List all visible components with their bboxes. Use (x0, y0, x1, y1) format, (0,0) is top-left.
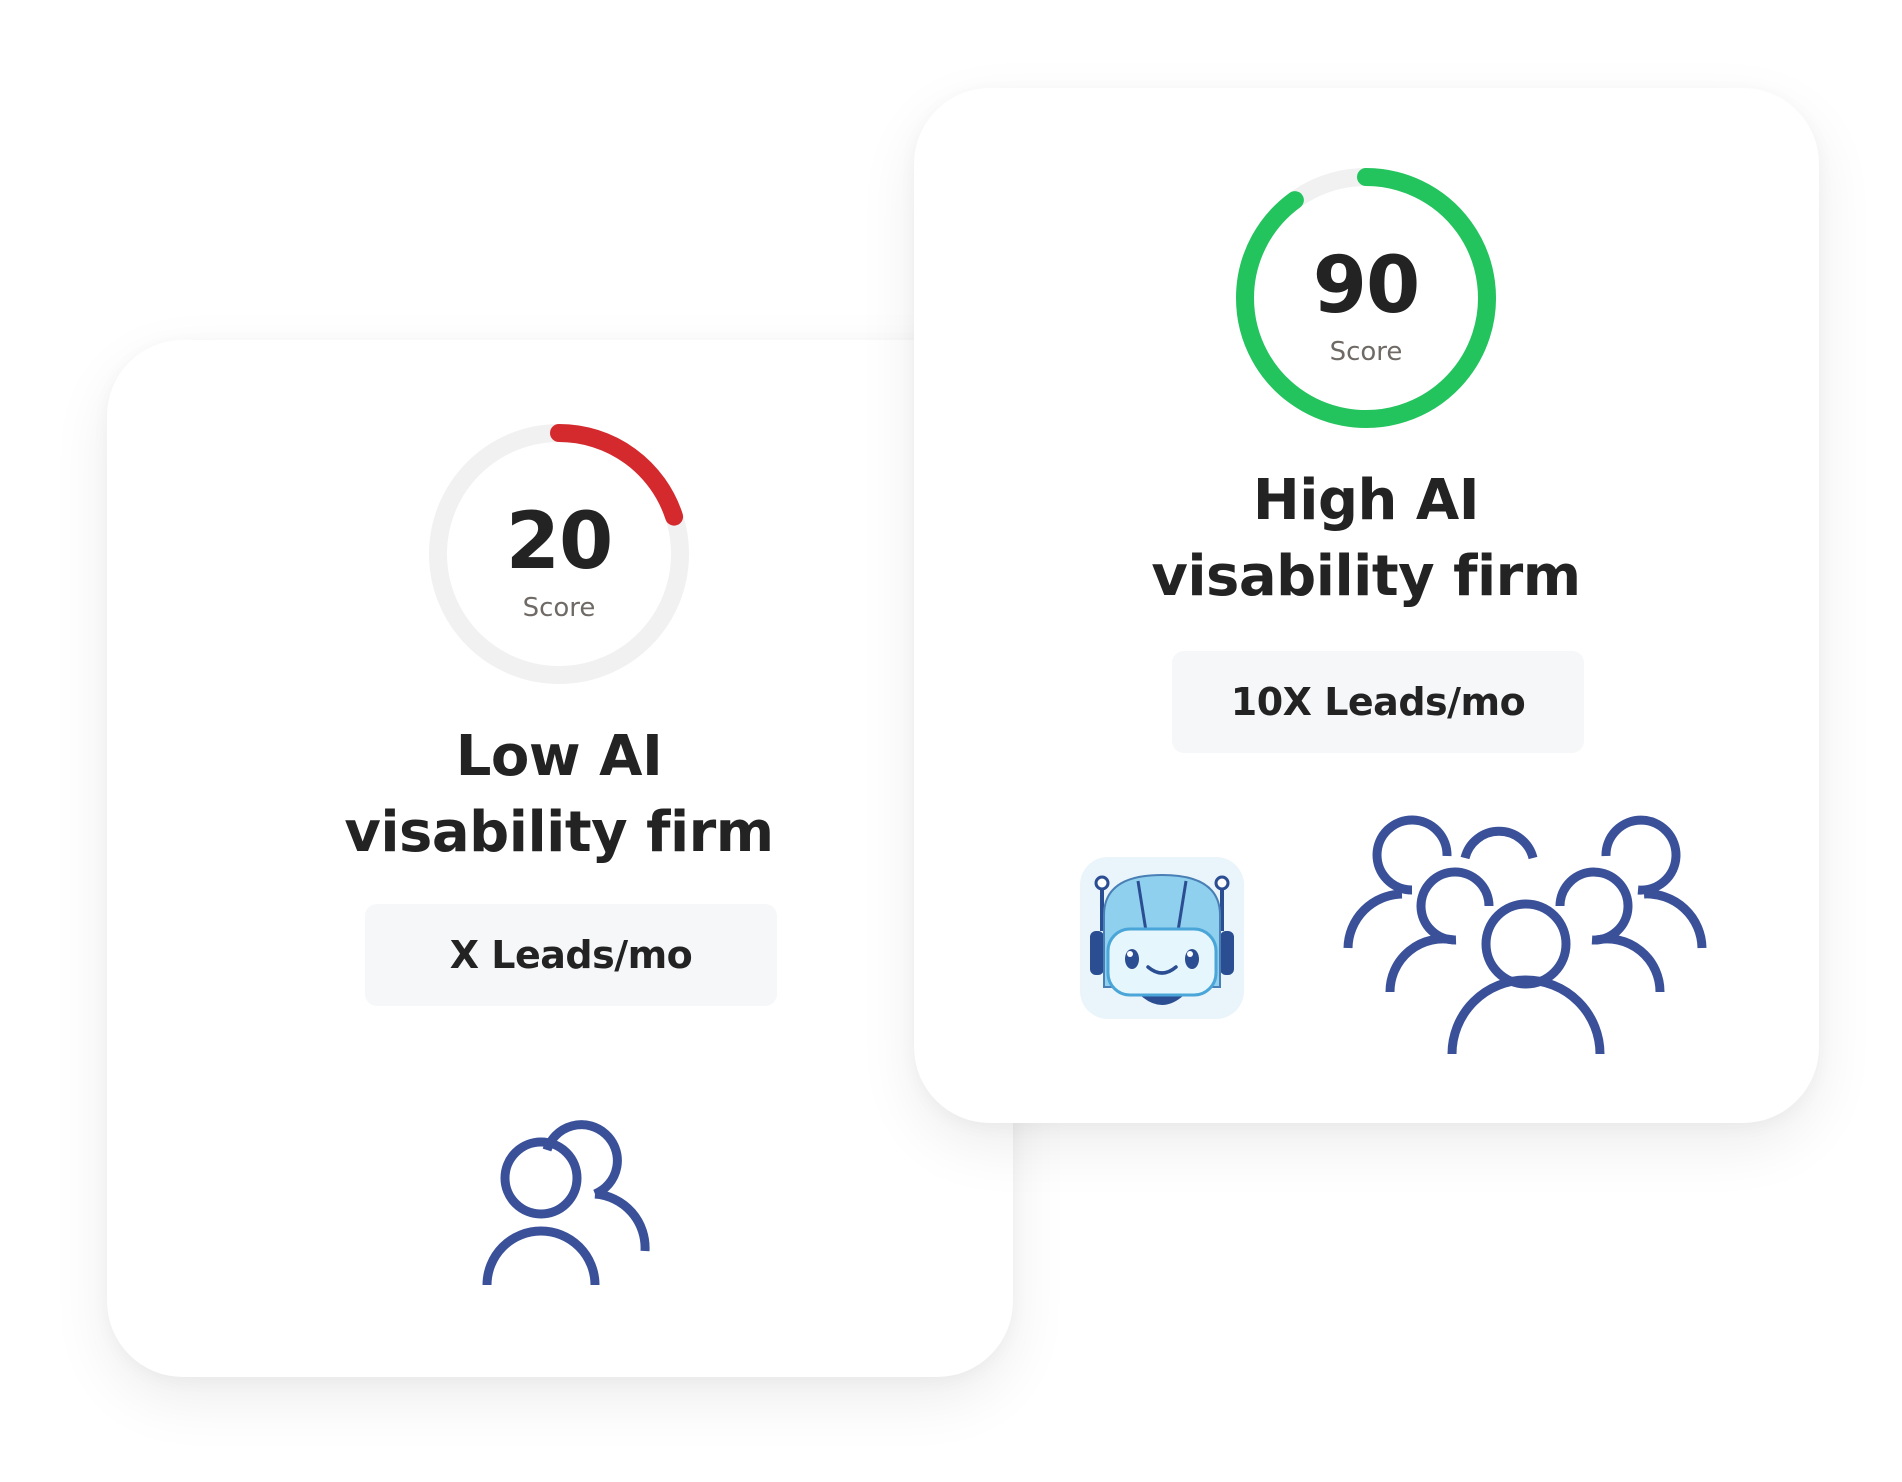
score-gauge-low (429, 424, 689, 684)
firm-title-line1: Low AI (455, 724, 663, 789)
firm-title-line2: visability firm (1151, 544, 1581, 610)
gauge-progress-arc (550, 424, 684, 526)
score-value: 90 (1312, 241, 1421, 331)
crowd-icon (1343, 815, 1707, 1055)
firm-title: Low AI visability firm (289, 719, 829, 871)
firm-title-line2: visability firm (344, 800, 774, 866)
firm-title: High AI visability firm (1096, 463, 1636, 615)
leads-per-month-badge: X Leads/mo (365, 904, 777, 1006)
low-ai-visibility-card: 20 Score Low AI visability firm X Leads/… (107, 340, 1013, 1377)
firm-title-line1: High AI (1252, 468, 1480, 533)
score-label: Score (522, 593, 596, 623)
score-gauge-high (1236, 168, 1496, 428)
high-ai-visibility-card: 90 Score High AI visability firm 10X Lea… (914, 88, 1819, 1123)
score-label: Score (1329, 337, 1403, 367)
robot-icon (1080, 857, 1244, 1019)
score-value: 20 (505, 497, 614, 587)
leads-per-month-badge: 10X Leads/mo (1172, 651, 1584, 753)
gauge-progress-arc (1236, 168, 1496, 428)
two-people-icon (482, 1120, 650, 1286)
